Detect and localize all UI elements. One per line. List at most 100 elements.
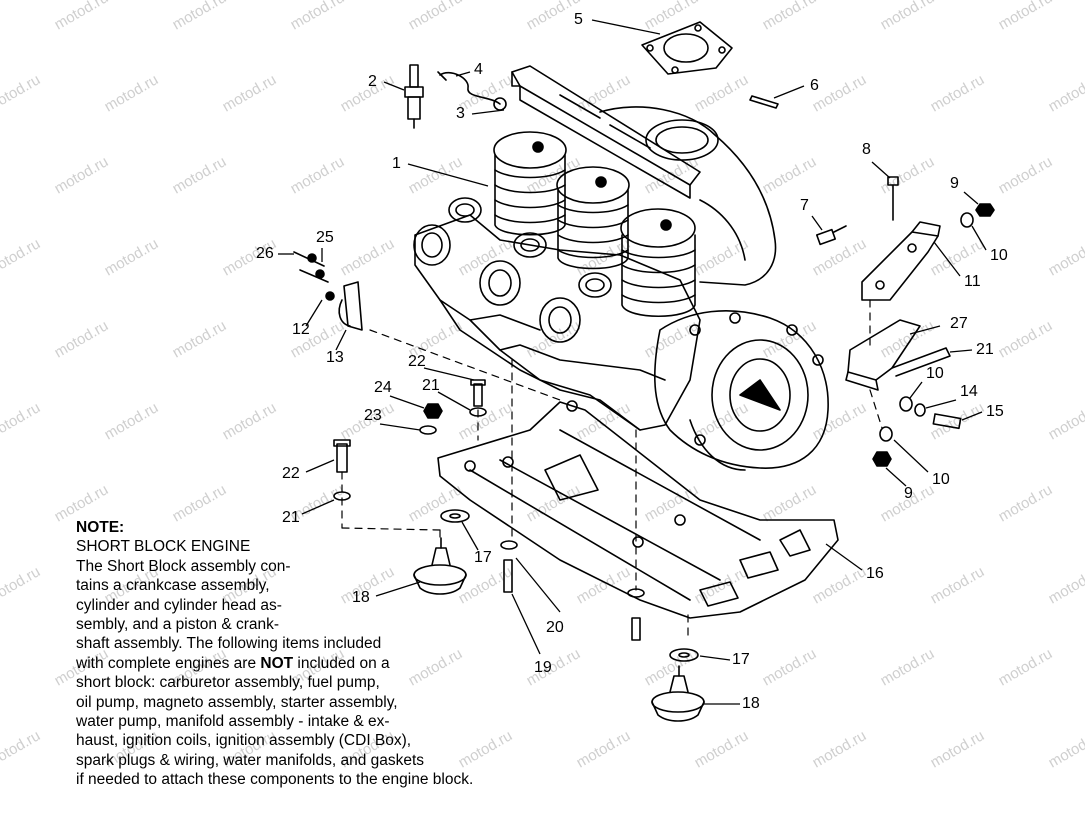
watermark-text: motod.ru bbox=[810, 727, 870, 771]
watermark-text: motod.ru bbox=[996, 153, 1056, 197]
watermark-text: motod.ru bbox=[220, 71, 280, 115]
leader-line bbox=[301, 499, 335, 515]
leader-line bbox=[909, 325, 941, 335]
spark-plug bbox=[404, 64, 424, 129]
callout-number: 6 bbox=[810, 77, 819, 94]
head-gasket bbox=[641, 21, 733, 75]
watermark-text: motod.ru bbox=[810, 399, 870, 443]
motor-mount-left bbox=[413, 537, 467, 595]
leader-line bbox=[811, 215, 823, 231]
note-line: shaft assembly. The following items incl… bbox=[76, 634, 556, 653]
leader-line bbox=[885, 467, 907, 487]
bolts bbox=[333, 379, 641, 641]
crankcase bbox=[414, 214, 701, 431]
watermark-text: motod.ru bbox=[996, 0, 1056, 33]
callout-number: 22 bbox=[408, 353, 426, 370]
note-line-text: oil pump, magneto assembly, starter asse… bbox=[76, 693, 398, 711]
note-line: haust, ignition coils, ignition assembly… bbox=[76, 731, 556, 750]
watermark-text: motod.ru bbox=[928, 563, 988, 607]
callout-number: 17 bbox=[732, 651, 750, 668]
watermark-text: motod.ru bbox=[52, 0, 112, 33]
leader-line bbox=[305, 299, 323, 327]
leader-line bbox=[437, 391, 471, 411]
leader-line bbox=[305, 459, 335, 473]
leader-line bbox=[335, 329, 347, 351]
leader-line bbox=[471, 109, 505, 115]
callout-number: 17 bbox=[474, 549, 492, 566]
cylinder-2 bbox=[556, 166, 630, 270]
callout-number: 9 bbox=[950, 175, 959, 192]
callout-number: 10 bbox=[932, 471, 950, 488]
leader-line bbox=[909, 381, 923, 399]
callout-number: 21 bbox=[282, 509, 300, 526]
note-line: short block: carburetor assembly, fuel p… bbox=[76, 673, 556, 692]
watermark-text: motod.ru bbox=[878, 645, 938, 689]
callout-number: 21 bbox=[976, 341, 994, 358]
note-line: oil pump, magneto assembly, starter asse… bbox=[76, 693, 556, 712]
callout-number: 1 bbox=[392, 155, 401, 172]
watermark-text: motod.ru bbox=[692, 71, 752, 115]
callout-number: 3 bbox=[456, 105, 465, 122]
callout-number: 18 bbox=[352, 589, 370, 606]
assembly-guidelines bbox=[341, 299, 883, 641]
watermark-text: motod.ru bbox=[760, 317, 820, 361]
callout-number: 10 bbox=[926, 365, 944, 382]
leader-line bbox=[825, 543, 863, 571]
note-line: sembly, and a piston & crank- bbox=[76, 615, 556, 634]
watermark-text: motod.ru bbox=[524, 809, 584, 814]
note-line: SHORT BLOCK ENGINE bbox=[76, 537, 556, 556]
watermark-text: motod.ru bbox=[338, 235, 398, 279]
watermark-text: motod.ru bbox=[0, 71, 43, 115]
watermark-text: motod.ru bbox=[996, 481, 1056, 525]
watermark-text: motod.ru bbox=[878, 809, 938, 814]
callout-number: 19 bbox=[534, 659, 552, 676]
watermark-text: motod.ru bbox=[692, 235, 752, 279]
intake-flanges bbox=[413, 197, 612, 343]
watermark-text: motod.ru bbox=[0, 235, 43, 279]
watermark-text: motod.ru bbox=[288, 809, 348, 814]
leader-line bbox=[461, 521, 479, 551]
note-line: The Short Block assembly con- bbox=[76, 557, 556, 576]
note-line-text: tains a crankcase assembly, bbox=[76, 577, 270, 595]
leader-line bbox=[407, 163, 489, 187]
watermark-text: motod.ru bbox=[102, 71, 162, 115]
callout-number: 16 bbox=[866, 565, 884, 582]
leader-line bbox=[375, 581, 421, 597]
note-line-text: short block: carburetor assembly, fuel p… bbox=[76, 674, 380, 692]
watermark-text: motod.ru bbox=[642, 0, 702, 33]
watermark-text: motod.ru bbox=[406, 0, 466, 33]
note-line: tains a crankcase assembly, bbox=[76, 576, 556, 595]
callout-number: 10 bbox=[990, 247, 1008, 264]
callout-number: 8 bbox=[862, 141, 871, 158]
watermark-text: motod.ru bbox=[52, 317, 112, 361]
watermark-text: motod.ru bbox=[996, 317, 1056, 361]
engine-mounting-plate bbox=[437, 400, 839, 619]
leader-line bbox=[423, 367, 475, 381]
note-line: spark plugs & wiring, water manifolds, a… bbox=[76, 751, 556, 770]
note-line: water pump, manifold assembly - intake &… bbox=[76, 712, 556, 731]
note-line: cylinder and cylinder head as- bbox=[76, 596, 556, 615]
leader-line bbox=[515, 557, 561, 613]
motor-mount-right bbox=[651, 665, 705, 722]
callout-number: 9 bbox=[904, 485, 913, 502]
watermark-text: motod.ru bbox=[760, 481, 820, 525]
watermark-text: motod.ru bbox=[102, 235, 162, 279]
watermark-text: motod.ru bbox=[996, 809, 1056, 814]
note-line-text: shaft assembly. The following items incl… bbox=[76, 635, 382, 653]
callout-number: 24 bbox=[374, 379, 392, 396]
leader-line bbox=[949, 349, 973, 353]
cylinder-3 bbox=[620, 208, 696, 318]
watermark-text: motod.ru bbox=[102, 399, 162, 443]
cylinders bbox=[493, 131, 696, 318]
cylinder-1 bbox=[493, 131, 567, 236]
note-line-text: if needed to attach these components to … bbox=[76, 771, 474, 789]
callout-number: 27 bbox=[950, 315, 968, 332]
watermark-text: motod.ru bbox=[220, 399, 280, 443]
leader-line bbox=[963, 191, 979, 205]
watermark-text: motod.ru bbox=[1046, 235, 1085, 279]
watermark-text: motod.ru bbox=[996, 645, 1056, 689]
watermark-text: motod.ru bbox=[1046, 399, 1085, 443]
